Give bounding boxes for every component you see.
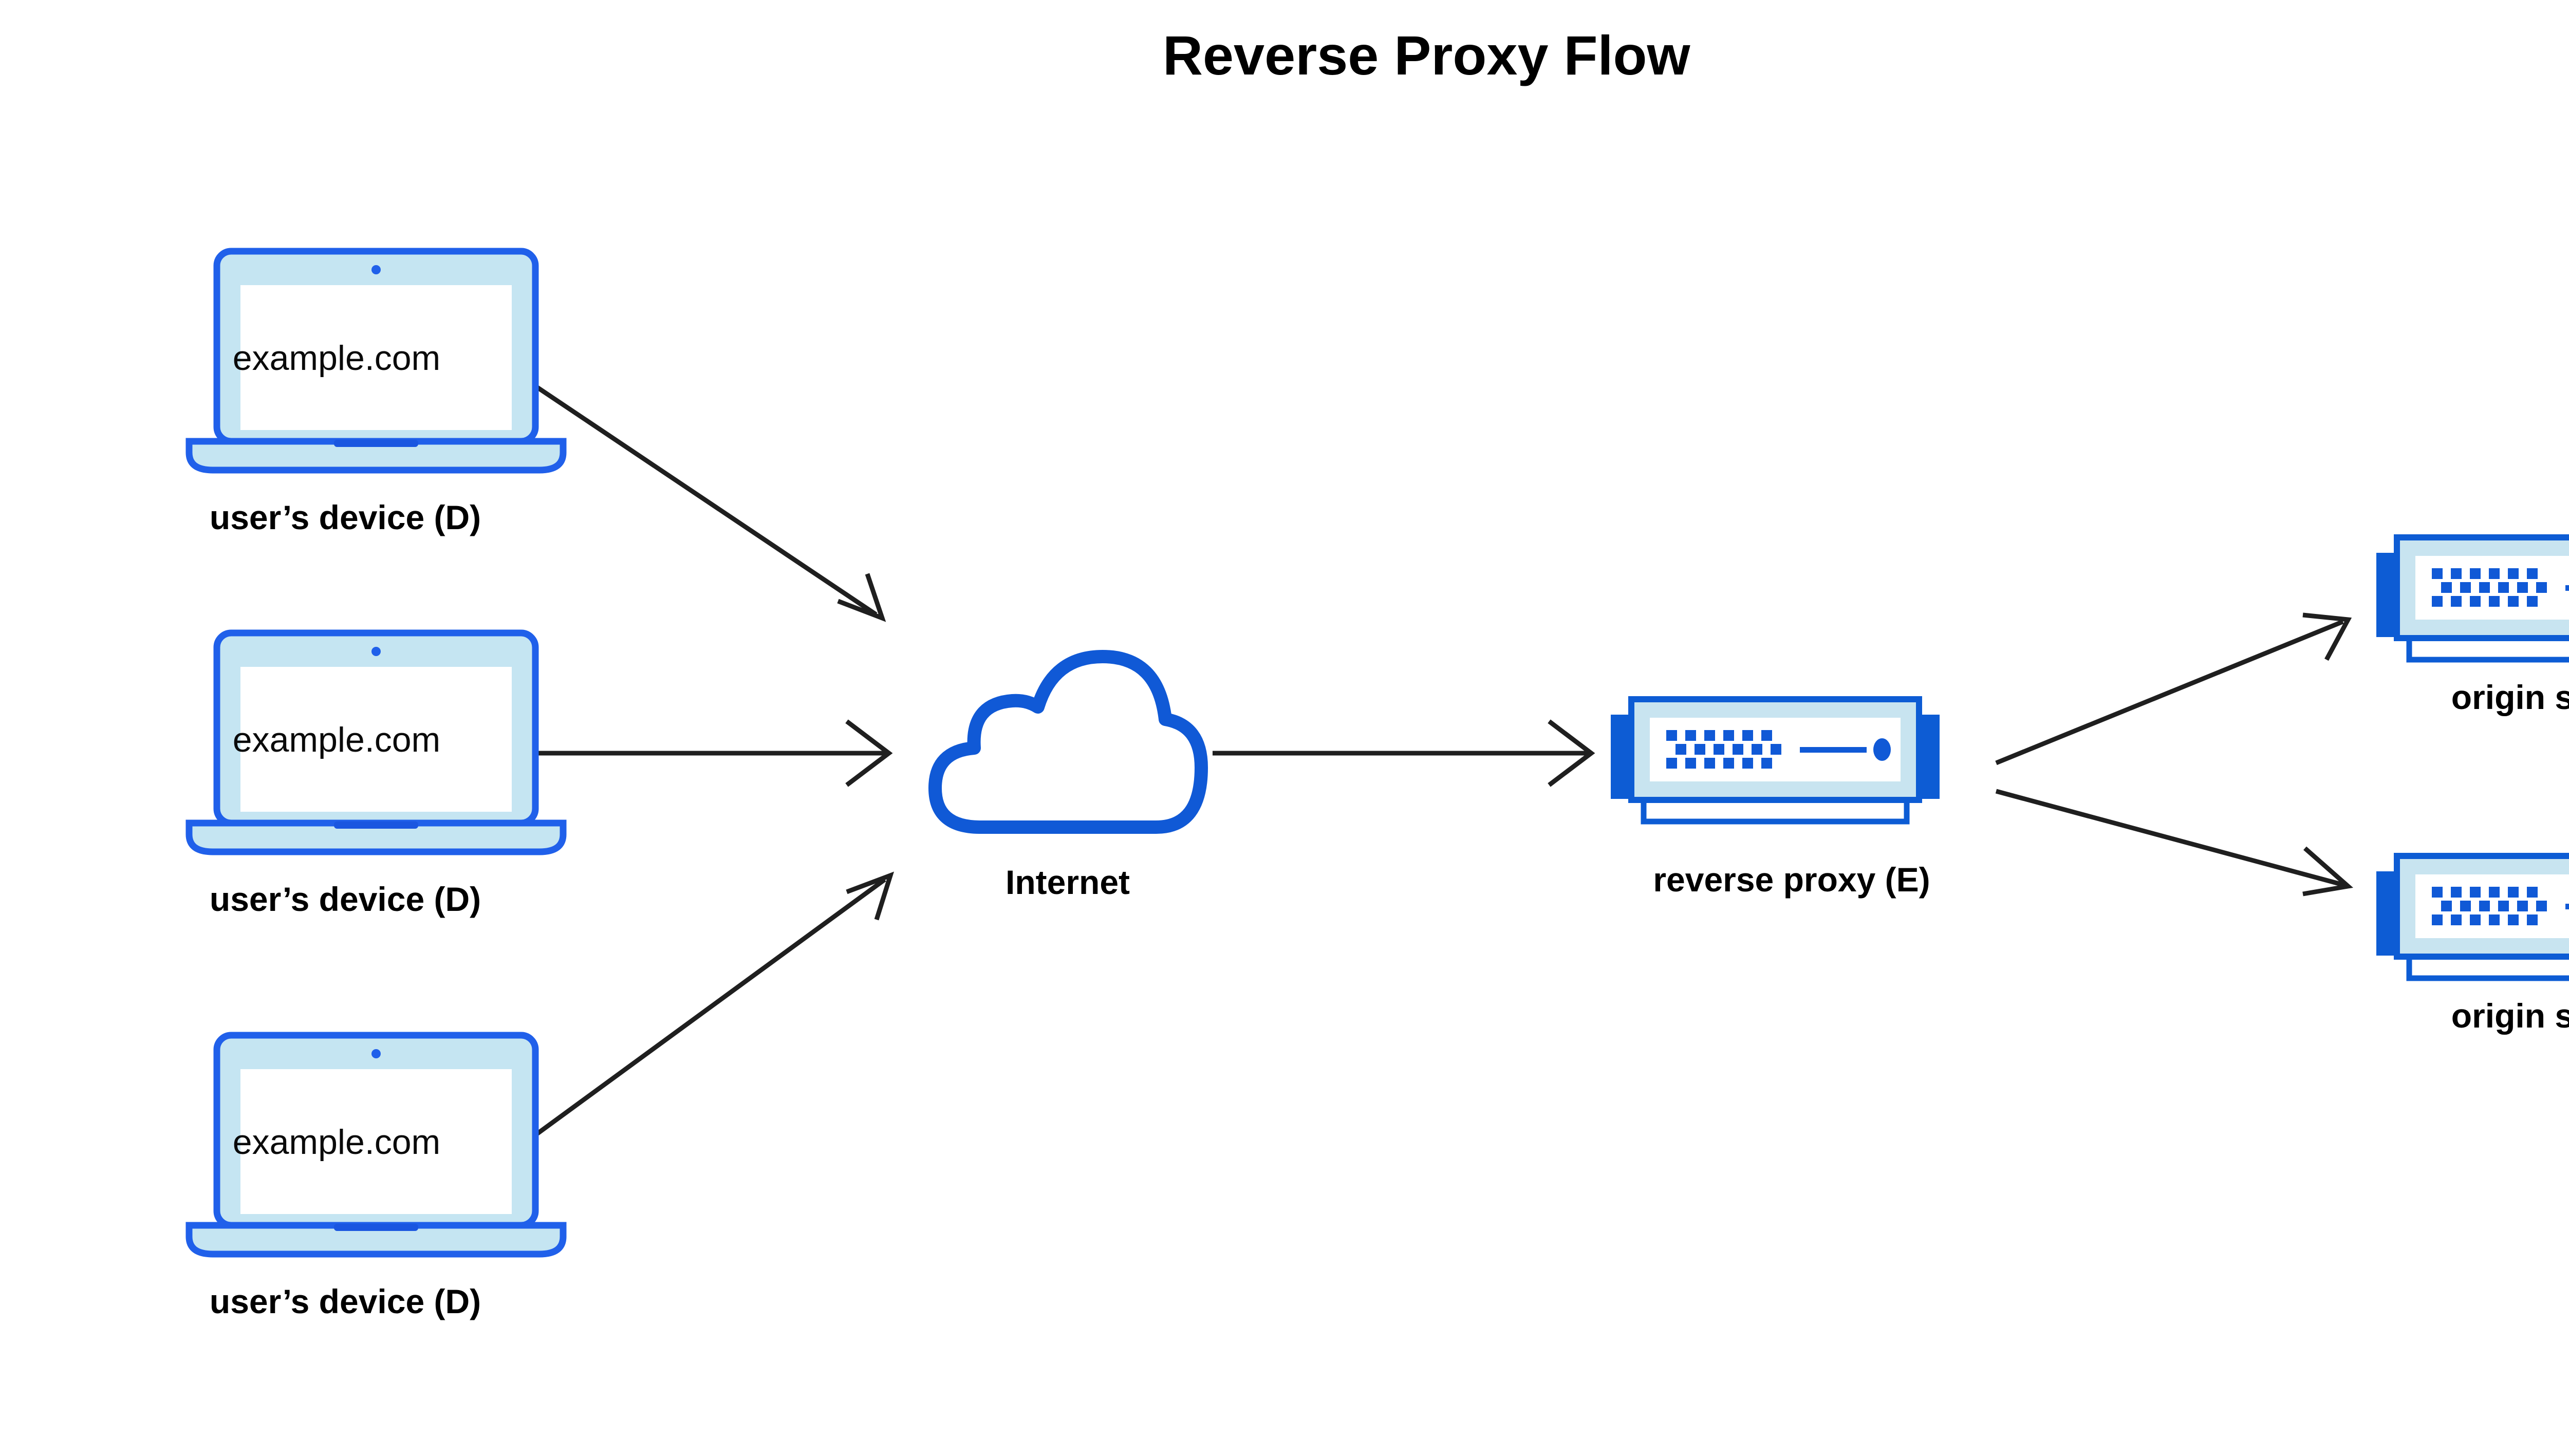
reverse-proxy-node[interactable]: reverse proxy (E)	[1611, 699, 1940, 899]
page-title: Reverse Proxy Flow	[1163, 24, 1690, 86]
client-top-screen-text: example.com	[233, 339, 440, 378]
client-bottom-screen-text: example.com	[233, 1123, 440, 1162]
client-top-node[interactable]: example.com user’s device (D)	[189, 251, 563, 536]
internet-label: Internet	[1006, 863, 1130, 901]
origin-bottom-node[interactable]: origin server (F)	[2376, 856, 2569, 1035]
edge-proxy-to-origin-bottom	[1995, 789, 2354, 897]
edge-proxy-to-origin-top	[1995, 612, 2352, 766]
edge-internet-to-proxy	[1213, 719, 1595, 787]
client-top-label: user’s device (D)	[210, 498, 481, 536]
client-bottom-node[interactable]: example.com user’s device (D)	[189, 1035, 563, 1320]
client-middle-screen-text: example.com	[233, 720, 440, 759]
internet-cloud-node[interactable]: Internet	[935, 657, 1201, 901]
server-icon	[1611, 699, 1940, 822]
client-bottom-label: user’s device (D)	[210, 1282, 481, 1320]
client-middle-node[interactable]: example.com user’s device (D)	[189, 633, 563, 918]
reverse-proxy-label: reverse proxy (E)	[1653, 861, 1930, 899]
client-middle-label: user’s device (D)	[210, 880, 481, 918]
origin-top-label: origin server (F)	[2451, 678, 2569, 716]
edge-client-middle-to-internet	[514, 719, 893, 787]
origin-top-node[interactable]: origin server (F)	[2376, 537, 2569, 716]
edge-client-bottom-to-internet	[512, 871, 895, 1153]
edge-client-top-to-internet	[510, 368, 886, 622]
server-icon	[2376, 537, 2569, 660]
cloud-icon	[935, 657, 1201, 827]
server-icon	[2376, 856, 2569, 978]
origin-bottom-label: origin server (F)	[2451, 997, 2569, 1035]
